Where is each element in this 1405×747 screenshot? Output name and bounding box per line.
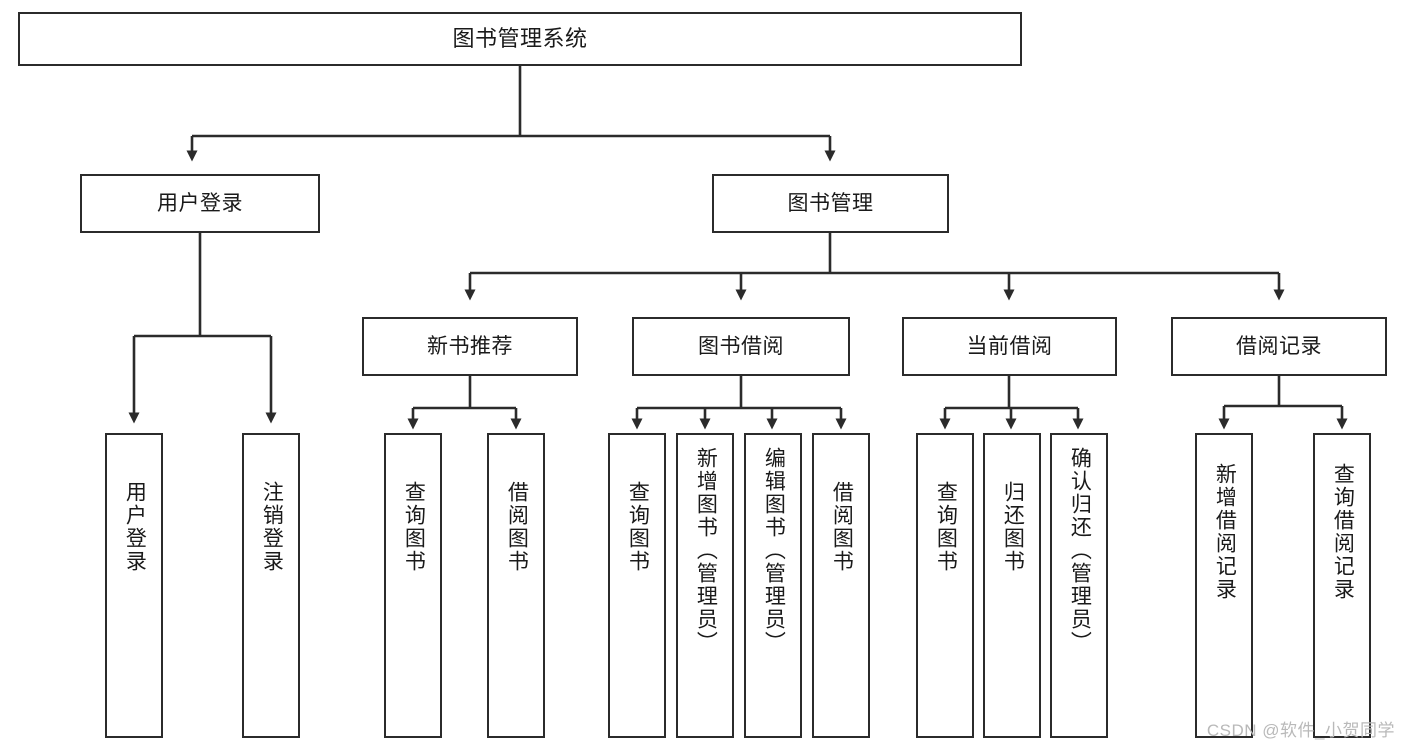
node-label: 图书借阅 bbox=[698, 334, 784, 358]
node-label: 图书管理 bbox=[787, 191, 874, 215]
node-label: 注销登录 bbox=[260, 481, 284, 573]
leaf-new-book-borrow[interactable]: 借阅图书 bbox=[487, 433, 545, 738]
node-label: 查询图书 bbox=[626, 481, 650, 573]
node-label: 查询借阅记录 bbox=[1331, 463, 1355, 601]
leaf-book-borrow-edit[interactable]: 编辑图书（管理员） bbox=[744, 433, 802, 738]
node-label: 新增借阅记录 bbox=[1213, 463, 1237, 601]
node-label: 当前借阅 bbox=[966, 334, 1053, 358]
node-label: 借阅记录 bbox=[1236, 334, 1322, 358]
node-label: 用户登录 bbox=[123, 481, 147, 573]
node-label: 新增图书（管理员） bbox=[694, 447, 718, 654]
node-label: 用户登录 bbox=[157, 191, 243, 215]
leaf-user-login-logout[interactable]: 注销登录 bbox=[242, 433, 300, 738]
node-user-login[interactable]: 用户登录 bbox=[80, 174, 320, 233]
leaf-book-borrow-add[interactable]: 新增图书（管理员） bbox=[676, 433, 734, 738]
watermark-text: CSDN @软件_小贺同学 bbox=[1206, 721, 1395, 740]
node-label: 归还图书 bbox=[1001, 481, 1025, 573]
node-current-borrow[interactable]: 当前借阅 bbox=[902, 317, 1117, 376]
leaf-current-borrow-query[interactable]: 查询图书 bbox=[916, 433, 974, 738]
node-label: 借阅图书 bbox=[505, 481, 529, 573]
leaf-record-add[interactable]: 新增借阅记录 bbox=[1195, 433, 1253, 738]
node-new-book-recommend[interactable]: 新书推荐 bbox=[362, 317, 578, 376]
leaf-current-borrow-confirm-return[interactable]: 确认归还（管理员） bbox=[1050, 433, 1108, 738]
node-label: 确认归还（管理员） bbox=[1068, 447, 1092, 654]
node-book-borrow[interactable]: 图书借阅 bbox=[632, 317, 850, 376]
leaf-record-query[interactable]: 查询借阅记录 bbox=[1313, 433, 1371, 738]
node-label: 查询图书 bbox=[402, 481, 426, 573]
node-label: 编辑图书（管理员） bbox=[762, 447, 786, 654]
node-book-management[interactable]: 图书管理 bbox=[712, 174, 949, 233]
leaf-user-login-login[interactable]: 用户登录 bbox=[105, 433, 163, 738]
node-label: 查询图书 bbox=[934, 481, 958, 573]
node-borrow-record[interactable]: 借阅记录 bbox=[1171, 317, 1387, 376]
leaf-new-book-query[interactable]: 查询图书 bbox=[384, 433, 442, 738]
node-label: 图书管理系统 bbox=[452, 25, 588, 51]
leaf-book-borrow-query[interactable]: 查询图书 bbox=[608, 433, 666, 738]
leaf-current-borrow-return[interactable]: 归还图书 bbox=[983, 433, 1041, 738]
leaf-book-borrow-borrow[interactable]: 借阅图书 bbox=[812, 433, 870, 738]
node-label: 新书推荐 bbox=[427, 334, 513, 358]
node-label: 借阅图书 bbox=[830, 481, 854, 573]
node-root-book-management-system[interactable]: 图书管理系统 bbox=[18, 12, 1022, 66]
